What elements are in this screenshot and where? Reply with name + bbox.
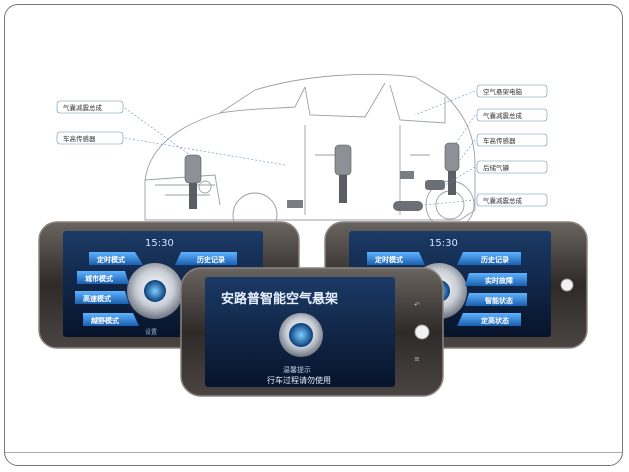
- center-menu-icon[interactable]: ≡: [414, 355, 420, 363]
- svg-text:定高状态: 定高状态: [481, 316, 509, 325]
- left-button-history[interactable]: 历史记录: [175, 252, 237, 265]
- left-time: 15:30: [145, 238, 174, 249]
- left-button-highway[interactable]: 高速模式: [75, 291, 129, 304]
- callout-rear-damper-2: 气囊减震总成: [476, 193, 548, 207]
- center-back-icon[interactable]: ↶: [414, 301, 420, 309]
- right-trackball[interactable]: [560, 278, 574, 292]
- svg-text:历史记录: 历史记录: [481, 255, 509, 264]
- callout-label: 后储气罐: [483, 163, 510, 172]
- center-tip-title: 温馨提示: [283, 365, 311, 374]
- svg-text:历史记录: 历史记录: [197, 255, 225, 264]
- slide-frame: 气囊减震总成 车高传感器 空气悬架电脑 气囊减震总成 车高传感器 后储气罐 气囊…: [4, 4, 623, 466]
- svg-text:城市模式: 城市模式: [85, 274, 113, 283]
- left-footer[interactable]: 设置: [145, 328, 157, 336]
- callout-air-ecu: 空气悬架电脑: [476, 84, 548, 98]
- right-button-smart-status[interactable]: 智能状态: [465, 293, 527, 306]
- svg-text:高速模式: 高速模式: [83, 294, 111, 303]
- right-button-realtime-fault[interactable]: 实时故障: [465, 273, 527, 286]
- callout-label: 气囊减震总成: [483, 196, 523, 205]
- callout-label: 车高传感器: [483, 136, 516, 145]
- footer-rule: [5, 452, 622, 453]
- center-trackball[interactable]: [414, 324, 430, 340]
- callout-reservoir: 后储气罐: [476, 160, 548, 174]
- left-logo-icon: [144, 280, 166, 302]
- callout-label: 气囊减震总成: [483, 111, 523, 120]
- callout-front-damper: 气囊减震总成: [56, 100, 124, 114]
- callout-rear-damper: 气囊减震总成: [476, 108, 548, 122]
- right-time: 15:30: [429, 238, 458, 249]
- left-button-timed[interactable]: 定时模式: [89, 252, 143, 265]
- svg-text:智能状态: 智能状态: [485, 296, 513, 305]
- svg-text:越野模式: 越野模式: [90, 316, 119, 325]
- callout-lines: [124, 90, 476, 206]
- callout-front-height: 车高传感器: [56, 131, 124, 145]
- callout-label: 气囊减震总成: [63, 103, 103, 112]
- svg-text:实时故障: 实时故障: [485, 276, 513, 285]
- suspension-components: [184, 142, 460, 211]
- svg-text:定时模式: 定时模式: [97, 255, 125, 264]
- right-button-timed[interactable]: 定时模式: [367, 252, 425, 265]
- center-app-title: 安路普智能空气悬架: [221, 291, 338, 307]
- callout-label: 空气悬架电脑: [483, 87, 523, 96]
- phone-center: 安路普智能空气悬架 温馨提示 行车过程请勿使用 ↶ ≡: [180, 267, 444, 397]
- right-button-history[interactable]: 历史记录: [457, 252, 521, 265]
- right-button-fixed-height[interactable]: 定高状态: [457, 313, 521, 326]
- slide-canvas: 气囊减震总成 车高传感器 空气悬架电脑 气囊减震总成 车高传感器 后储气罐 气囊…: [38, 73, 588, 397]
- left-button-offroad[interactable]: 越野模式: [83, 313, 139, 326]
- callout-label: 车高传感器: [63, 134, 96, 143]
- callout-rear-height: 车高传感器: [476, 133, 548, 147]
- svg-text:定时模式: 定时模式: [375, 255, 403, 264]
- center-logo-icon: [289, 323, 313, 347]
- center-tip-text: 行车过程请勿使用: [267, 375, 331, 385]
- left-button-city[interactable]: 城市模式: [77, 271, 129, 284]
